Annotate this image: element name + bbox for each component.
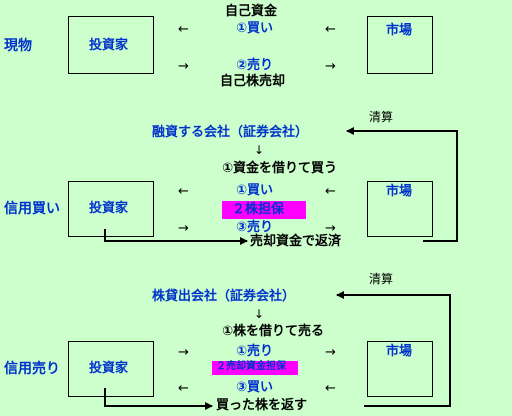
investor-box-3 <box>68 341 154 397</box>
own-funds-text: 自己資金 <box>225 4 278 19</box>
collateral-highlight-3 <box>212 361 298 375</box>
row-label-margin-buy: 信用買い <box>4 201 60 217</box>
arrow-left-1a: ← <box>178 22 189 37</box>
investor-label-1: 投資家 <box>89 38 129 53</box>
collateral-label-2: ２株担保 <box>232 202 285 217</box>
arrow-right-1b: → <box>325 59 336 74</box>
repay-text: 売却資金で返済 <box>250 234 342 249</box>
repay-arrow-line <box>104 229 248 245</box>
buy-label-1: ①買い <box>236 21 274 36</box>
down-arrow-3: ↓ <box>254 307 265 321</box>
market-label-3: 市場 <box>386 344 413 359</box>
market-box-2 <box>367 181 433 237</box>
return-arrow-line <box>104 388 213 410</box>
arrow-right-2b: → <box>325 221 336 236</box>
settle-loop-line-2 <box>346 127 458 242</box>
investor-box-1 <box>68 16 154 74</box>
collateral-label-3: ２売却資金担保 <box>216 361 286 372</box>
settle-label-2: 清算 <box>369 110 394 124</box>
arrow-right-3a: → <box>178 345 189 360</box>
arrow-left-3b: ← <box>325 381 336 396</box>
borrow-stock-text: ①株を借りて売る <box>222 324 325 339</box>
market-box-3 <box>367 341 433 397</box>
investor-box-2 <box>68 181 154 237</box>
arrow-right-2a: → <box>178 221 189 236</box>
sell-label-3: ①売り <box>236 344 274 359</box>
investor-label-3: 投資家 <box>89 361 129 376</box>
buy-label-2: ①買い <box>236 183 274 198</box>
row-label-genbutsu: 現物 <box>4 38 32 54</box>
sell-label-2: ③売り <box>236 220 274 235</box>
market-label-2: 市場 <box>386 184 413 199</box>
lender-label-3: 株貸出会社（証券会社） <box>152 289 296 304</box>
settle-label-3: 清算 <box>369 272 394 286</box>
return-stock-text: 買った株を返す <box>216 398 308 413</box>
sell-own-stock-text: 自己株売却 <box>220 74 286 89</box>
arrow-left-3a: ← <box>178 381 189 396</box>
arrow-right-1a: → <box>178 59 189 74</box>
investor-label-2: 投資家 <box>89 201 129 216</box>
sell-label-1: ②売り <box>236 58 274 73</box>
lender-label-2: 融資する会社（証券会社） <box>152 125 309 140</box>
market-box-1 <box>367 16 433 74</box>
buy-label-3: ③買い <box>236 380 274 395</box>
collateral-highlight-2 <box>222 201 306 219</box>
arrow-left-2a: ← <box>178 184 189 199</box>
arrow-left-2b: ← <box>325 184 336 199</box>
borrow-funds-text: ①資金を借りて買う <box>222 161 338 176</box>
settle-loop-line-3 <box>336 291 451 407</box>
down-arrow-2: ↓ <box>254 143 265 157</box>
market-label-1: 市場 <box>386 23 413 38</box>
arrow-left-1b: ← <box>325 22 336 37</box>
arrow-right-3b: → <box>325 345 336 360</box>
row-label-margin-sell: 信用売り <box>4 361 60 377</box>
